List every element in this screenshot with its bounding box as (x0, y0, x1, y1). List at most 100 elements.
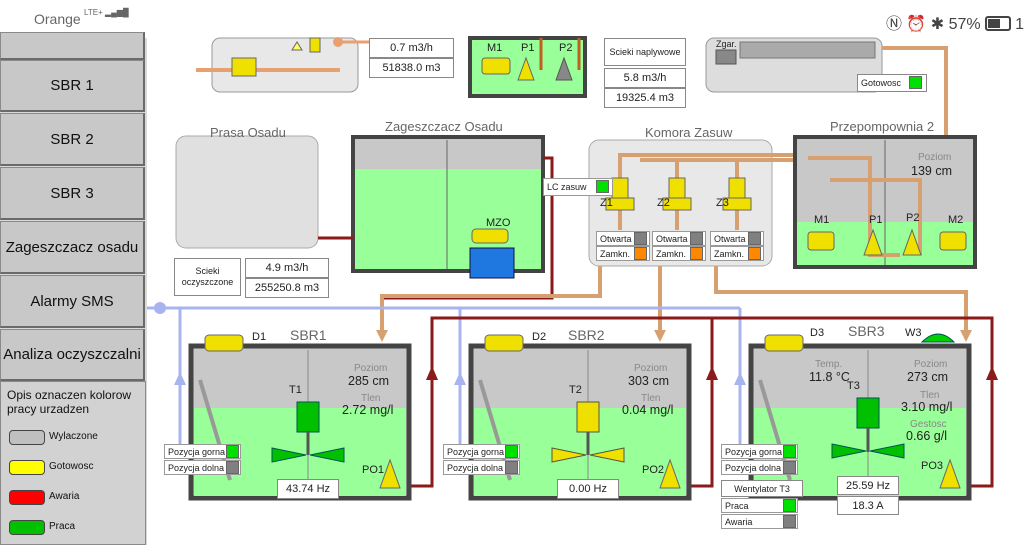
battery-icon (984, 16, 1011, 31)
sbr2-pos-bottom-lamp (505, 461, 518, 474)
status-right: Ⓝ ⏰ ✱ 57% 1 (885, 16, 1024, 33)
sbr2-mixer-label: T2 (569, 384, 582, 396)
komora-title: Komora Zasuw (645, 125, 733, 140)
sbr1-level: 285 cm (348, 374, 389, 388)
sbr3-temp-label: Temp. (815, 359, 843, 370)
sbr2-level: 303 cm (628, 374, 669, 388)
scieki-oczyszczone-total: 255250.8 m3 (245, 278, 329, 298)
sidebar-item-zageszczacz[interactable]: Zageszczacz osadu (0, 221, 145, 274)
sbr3-title: SBR3 (848, 323, 885, 339)
sbr1-d-label: D1 (252, 331, 267, 343)
valve-z1-closed-lamp (634, 247, 647, 260)
valve-z1-open-lamp (634, 232, 647, 245)
sbr3-d-label: D3 (810, 327, 825, 339)
sbr3-temp: 11.8 °C (809, 370, 850, 384)
sbr3-level: 273 cm (907, 370, 948, 384)
legend-swatch-ready (9, 460, 45, 475)
battery-percent: 57% (948, 16, 981, 33)
scieki-oczyszczone-label: Scieki oczyszczone (174, 258, 241, 296)
sbr3-fan-run: Praca (721, 498, 798, 513)
valve-z2-open-lamp (690, 232, 703, 245)
valve-z2-label: Z2 (657, 197, 670, 209)
sidebar-item-analiza[interactable]: Analiza oczyszczalni (0, 329, 145, 381)
sbr2-oxygen: 0.04 mg/l (622, 403, 674, 417)
sbr3-w-label: W3 (905, 327, 922, 339)
lc-zasuw-lamp (596, 180, 609, 193)
sbr1-oxygen-label: Tlen (361, 393, 381, 404)
legend-title: Opis oznaczen kolorow pracy urzadzen (7, 388, 132, 416)
legend-label-ready: Gotowosc (49, 461, 94, 472)
carrier-name: Orange (34, 11, 81, 27)
valve-z1-label: Z1 (600, 197, 613, 209)
sbr3-level-label: Poziom (914, 359, 948, 370)
sbr3-density: 0.66 g/l (906, 429, 948, 443)
legend-swatch-fault (9, 490, 45, 505)
sbr1-oxygen: 2.72 mg/l (342, 403, 394, 417)
przep-p2: P2 (906, 212, 920, 224)
sbr3-current: 18.3 A (837, 496, 899, 515)
sbr3-density-label: Gestosc (910, 419, 947, 430)
sbr3-oxygen: 3.10 mg/l (901, 400, 953, 414)
przep-p1: P1 (869, 214, 883, 226)
valve-z2-closed-lamp (690, 247, 703, 260)
sbr2-title: SBR2 (568, 327, 605, 343)
sidebar-item-sbr2[interactable]: SBR 2 (0, 113, 145, 166)
przep-level-label: Poziom (918, 152, 952, 163)
sbr1-frequency: 43.74 Hz (277, 479, 339, 499)
status-bar: Orange LTE+ ▂▄▆█ Ⓝ ⏰ ✱ 57% 1 (0, 0, 1024, 38)
scieki-oczyszczone-rate: 4.9 m3/h (245, 258, 329, 278)
przep-level-value: 139 cm (911, 164, 952, 178)
sbr2-frequency: 0.00 Hz (557, 479, 619, 499)
zgar-label: Zgar. (716, 39, 737, 49)
sbr2-pos-bottom: Pozycja dolna (443, 460, 520, 475)
label-p1-top: P1 (521, 42, 535, 54)
label-m1-top: M1 (487, 42, 503, 54)
sbr2-level-label: Poziom (634, 363, 668, 374)
scieki-naplywowe-total: 19325.4 m3 (604, 88, 686, 108)
sbr2-pump-label: PO2 (642, 464, 665, 476)
sbr2-pos-top-lamp (505, 445, 518, 458)
sidebar-item-partial[interactable] (0, 32, 145, 60)
sidebar-item-alarmy-sms[interactable]: Alarmy SMS (0, 275, 145, 328)
label-p2-top: P2 (559, 42, 573, 54)
valve-z3-closed-lamp (748, 247, 761, 260)
sidebar-item-sbr1[interactable]: SBR 1 (0, 60, 145, 112)
color-legend: Opis oznaczen kolorow pracy urzadzen Wyl… (0, 381, 146, 545)
sbr2-oxygen-label: Tlen (641, 393, 661, 404)
sbr1-pos-top: Pozycja gorna (164, 444, 241, 459)
sbr3-oxygen-label: Tlen (920, 390, 940, 401)
sbr3-pump-label: PO3 (921, 460, 944, 472)
sbr1-pos-top-lamp (226, 445, 239, 458)
przep-m2: M2 (948, 214, 964, 226)
legend-swatch-off (9, 430, 45, 445)
przepompownia-title: Przepompownia 2 (830, 119, 935, 134)
gotowosc-lamp (909, 76, 922, 89)
scieki-naplywowe-label: Scieki naplywowe (604, 38, 686, 66)
lc-zasuw-box: LC zasuw (543, 178, 613, 196)
legend-label-fault: Awaria (49, 491, 80, 502)
mzo-label: MZO (486, 217, 511, 229)
sbr2-d-label: D2 (532, 331, 547, 343)
sbr2-pos-top: Pozycja gorna (443, 444, 520, 459)
inflow1-rate: 0.7 m3/h (369, 38, 454, 58)
inflow1-total: 51838.0 m3 (369, 58, 454, 78)
sbr3-fan-fail-lamp (783, 515, 796, 528)
sidebar-item-sbr3[interactable]: SBR 3 (0, 167, 145, 220)
zageszczacz-title: Zageszczacz Osadu (385, 119, 503, 134)
valve-z3-label: Z3 (716, 197, 729, 209)
przep-m1: M1 (814, 214, 830, 226)
sbr3-frequency: 25.59 Hz (837, 476, 899, 495)
legend-label-off: Wylaczone (49, 431, 98, 442)
sbr3-pos-bottom: Pozycja dolna (721, 460, 798, 475)
sbr3-fan-label: Wentylator T3 (721, 480, 803, 497)
legend-swatch-run (9, 520, 45, 535)
sbr3-fan-run-lamp (783, 499, 796, 512)
sbr1-pos-bottom-lamp (226, 461, 239, 474)
sbr1-title: SBR1 (290, 327, 327, 343)
signal-indicator: LTE+ ▂▄▆█ (84, 8, 129, 17)
sbr3-fan-fail: Awaria (721, 514, 798, 529)
sbr1-pump-label: PO1 (362, 464, 385, 476)
sbr3-pos-top-lamp (783, 445, 796, 458)
sbr1-mixer-label: T1 (289, 384, 302, 396)
